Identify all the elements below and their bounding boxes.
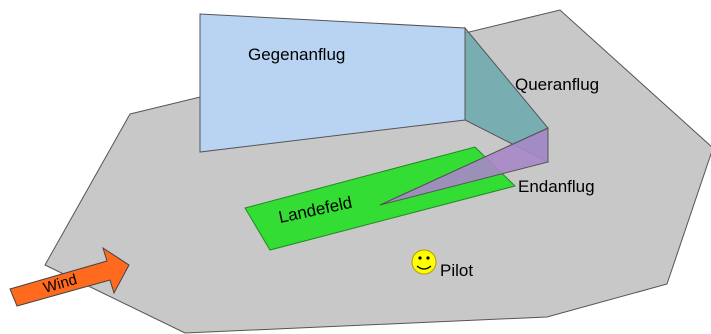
final-label: Endanflug — [518, 177, 595, 196]
landing-field — [244, 146, 516, 251]
base-label: Queranflug — [515, 75, 599, 94]
smiley-face-icon — [411, 249, 437, 275]
downwind-label: Gegenanflug — [248, 45, 345, 64]
final-approach-path — [379, 127, 549, 206]
pilot-label: Pilot — [440, 261, 473, 280]
wind-arrow-icon — [9, 246, 130, 307]
